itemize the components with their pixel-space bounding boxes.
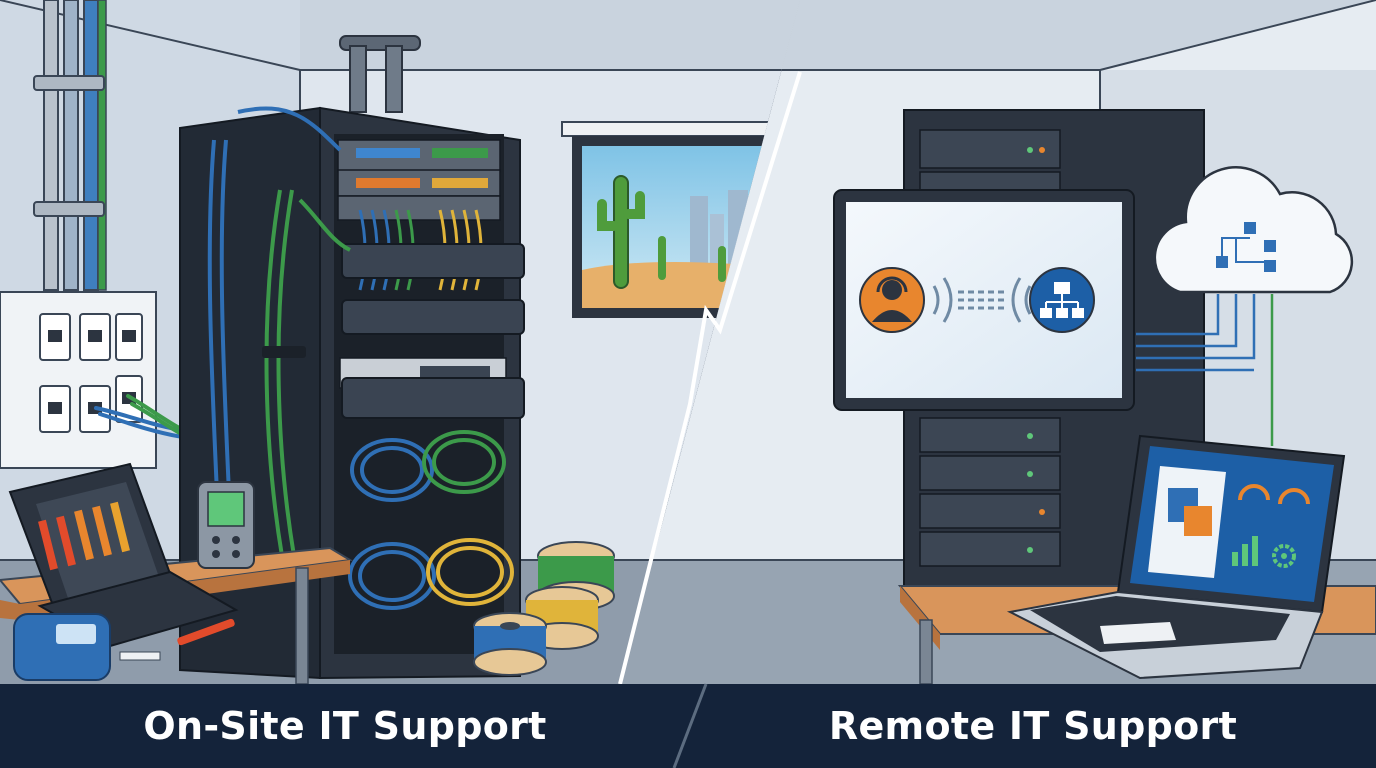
cloud-network-icon [1153, 166, 1354, 294]
support-agent-headset-icon [859, 267, 925, 333]
conduit-pipes [33, 0, 107, 291]
network-hierarchy-icon [1029, 267, 1095, 333]
gear-icon [1272, 544, 1296, 568]
cloud-links [1136, 294, 1274, 446]
onsite-scene [0, 0, 800, 684]
gauge-icon [1238, 484, 1310, 505]
screwdriver-icon [38, 501, 130, 571]
cable-spool-icon [473, 541, 615, 676]
caption-bar [0, 684, 1376, 768]
laptop-dashboard-icon [1006, 434, 1346, 680]
bar-chart-icon [1232, 536, 1258, 566]
cable-tester-icon [197, 481, 255, 569]
scene-divider [618, 71, 802, 685]
remote-caption: Remote IT Support [828, 704, 1238, 748]
onsite-caption: On-Site IT Support [143, 704, 547, 748]
label-printer-icon [13, 613, 161, 681]
wall-jack-icon [0, 291, 157, 469]
caption-divider [672, 683, 708, 768]
network-rack [179, 35, 525, 680]
wall-monitor [833, 189, 1135, 411]
signal-wave-icon [932, 277, 1032, 323]
